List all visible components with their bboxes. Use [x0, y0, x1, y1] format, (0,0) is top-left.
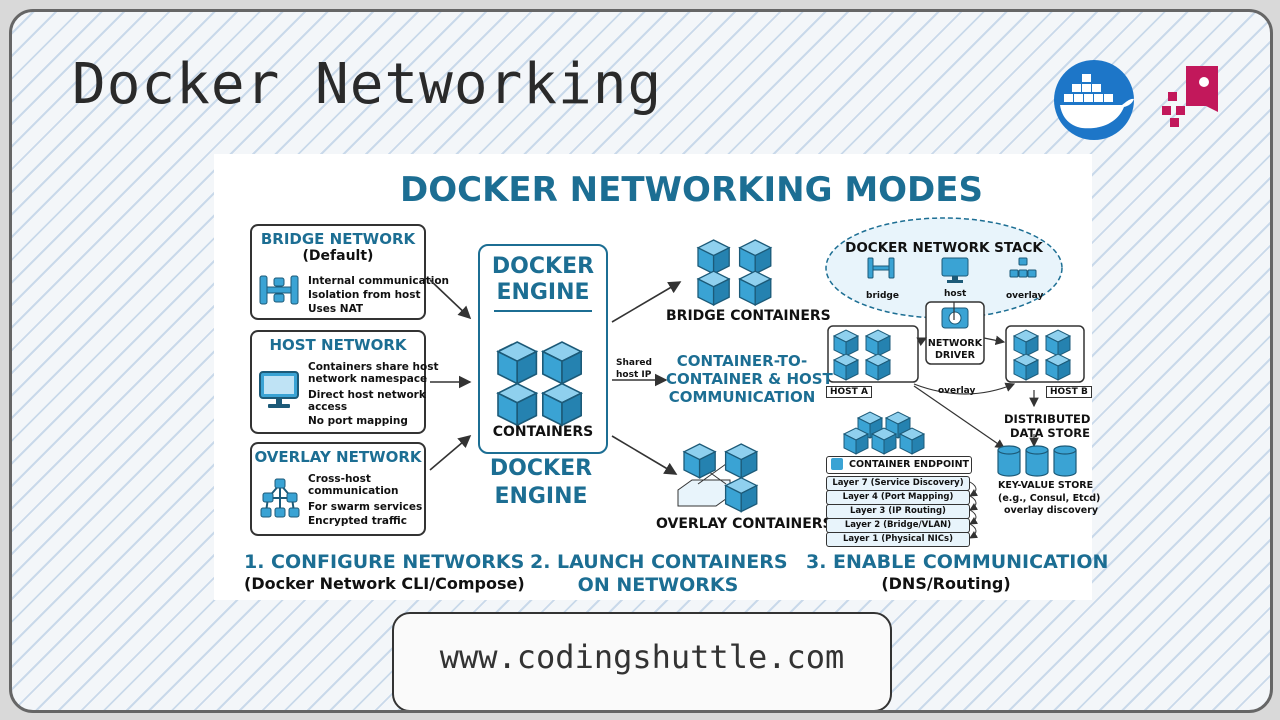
bridge-network-icon: [259, 275, 299, 305]
stack-overlay-label: overlay: [1006, 291, 1044, 301]
engine-title-line-1: DOCKER: [491, 254, 595, 279]
comm-line-1: CONTAINER-TO-: [676, 352, 808, 370]
slide-frame: Docker Networking DOCKER NETWORKING MODE…: [9, 9, 1273, 713]
overlay-network-card: OVERLAY NETWORK Cross-host communicatio: [250, 442, 426, 536]
engine-below-line-1: DOCKER: [489, 456, 593, 481]
bridge-network-card: BRIDGE NETWORK (Default) Internal commun…: [250, 224, 449, 320]
engine-below-line-2: ENGINE: [494, 484, 588, 509]
host-line-1: Containers share host: [308, 361, 439, 373]
mesh-network-icon: [260, 478, 300, 518]
layer-1: Layer 1 (Physical NICs): [826, 532, 970, 547]
website-link-box[interactable]: www.codingshuttle.com: [392, 612, 892, 710]
stack-title: DOCKER NETWORK STACK: [845, 240, 1043, 256]
comm-line-2: CONTAINER & HOST: [666, 370, 833, 388]
endpoint-plus-icon: [831, 458, 843, 470]
diagram-heading: DOCKER NETWORKING MODES: [400, 170, 983, 210]
overlay-link-label: overlay: [938, 386, 976, 396]
shared-host-ip-line-2: host IP: [616, 370, 652, 380]
overlay-line-3: For swarm services: [308, 501, 423, 513]
bridge-network-subtitle: (Default): [302, 248, 374, 264]
website-url[interactable]: www.codingshuttle.com: [439, 638, 845, 676]
stack-host-label: host: [944, 289, 967, 299]
host-line-2: network namespace: [308, 373, 428, 385]
bridge-line-2: Isolation from host: [308, 289, 421, 301]
diagram-panel: DOCKER NETWORKING MODES BRIDGE NETWORK (…: [214, 154, 1109, 600]
page-title: Docker Networking: [72, 52, 663, 117]
step-2-subtitle: ON NETWORKS: [577, 574, 739, 596]
layer-3: Layer 3 (IP Routing): [826, 504, 970, 519]
bridge-network-title: BRIDGE NETWORK: [260, 230, 416, 248]
engine-title-line-2: ENGINE: [496, 280, 590, 305]
bridge-line-1: Internal communication: [308, 275, 450, 287]
step-2-title: 2. LAUNCH CONTAINERS: [530, 551, 788, 573]
bridge-containers-label: BRIDGE CONTAINERS: [666, 308, 831, 324]
container-endpoint-header: CONTAINER ENDPOINT: [826, 456, 972, 474]
host-network-title: HOST NETWORK: [269, 336, 407, 354]
layer-stack: Layer 7 (Service Discovery) Layer 4 (Por…: [826, 476, 970, 548]
kv-store-line-1: KEY-VALUE STORE: [998, 480, 1094, 491]
layer-7: Layer 7 (Service Discovery): [826, 476, 970, 491]
data-store-line-2: DATA STORE: [1010, 426, 1091, 440]
step-3-title: 3. ENABLE COMMUNICATION: [806, 551, 1109, 573]
stack-bridge-label: bridge: [866, 291, 899, 301]
kv-store-line-3: overlay discovery: [1004, 505, 1099, 516]
shared-host-ip-line-1: Shared: [616, 358, 652, 368]
coding-shuttle-logo: [1162, 66, 1218, 127]
comm-line-3: COMMUNICATION: [668, 388, 816, 406]
kv-store-line-2: (e.g., Consul, Etcd): [998, 493, 1101, 504]
host-line-5: No port mapping: [308, 415, 408, 427]
overlay-line-2: communication: [308, 485, 399, 497]
host-b-label: HOST B: [1046, 386, 1092, 398]
network-driver-line-1: NETWORK: [927, 338, 983, 349]
engine-containers-label: CONTAINERS: [492, 424, 594, 440]
network-driver-line-2: DRIVER: [935, 350, 975, 361]
host-line-3: Direct host network: [308, 389, 426, 401]
bridge-line-3: Uses NAT: [308, 303, 364, 315]
step-1-subtitle: (Docker Network CLI/Compose): [244, 574, 525, 593]
host-line-4: access: [308, 401, 348, 413]
container-endpoint-label: CONTAINER ENDPOINT: [849, 459, 970, 470]
monitor-icon: [259, 371, 299, 408]
data-store-line-1: DISTRIBUTED: [1004, 412, 1091, 426]
docker-engine-card: DOCKER ENGINE CONTAINERS: [478, 244, 608, 454]
docker-whale-logo: [1054, 60, 1134, 140]
host-network-card: HOST NETWORK Containers share host netwo…: [250, 330, 439, 434]
overlay-line-1: Cross-host: [308, 473, 371, 485]
layer-4: Layer 4 (Port Mapping): [826, 490, 970, 505]
step-3-subtitle: (DNS/Routing): [881, 574, 1011, 593]
layer-2: Layer 2 (Bridge/VLAN): [826, 518, 970, 533]
overlay-containers-label: OVERLAY CONTAINERS: [656, 516, 833, 532]
overlay-network-title: OVERLAY NETWORK: [254, 448, 422, 466]
diagram-connectors: [429, 217, 1085, 539]
step-1-title: 1. CONFIGURE NETWORKS: [244, 551, 525, 573]
overlay-line-4: Encrypted traffic: [308, 515, 407, 527]
engine-divider: [494, 310, 592, 312]
host-a-label: HOST A: [826, 386, 872, 398]
